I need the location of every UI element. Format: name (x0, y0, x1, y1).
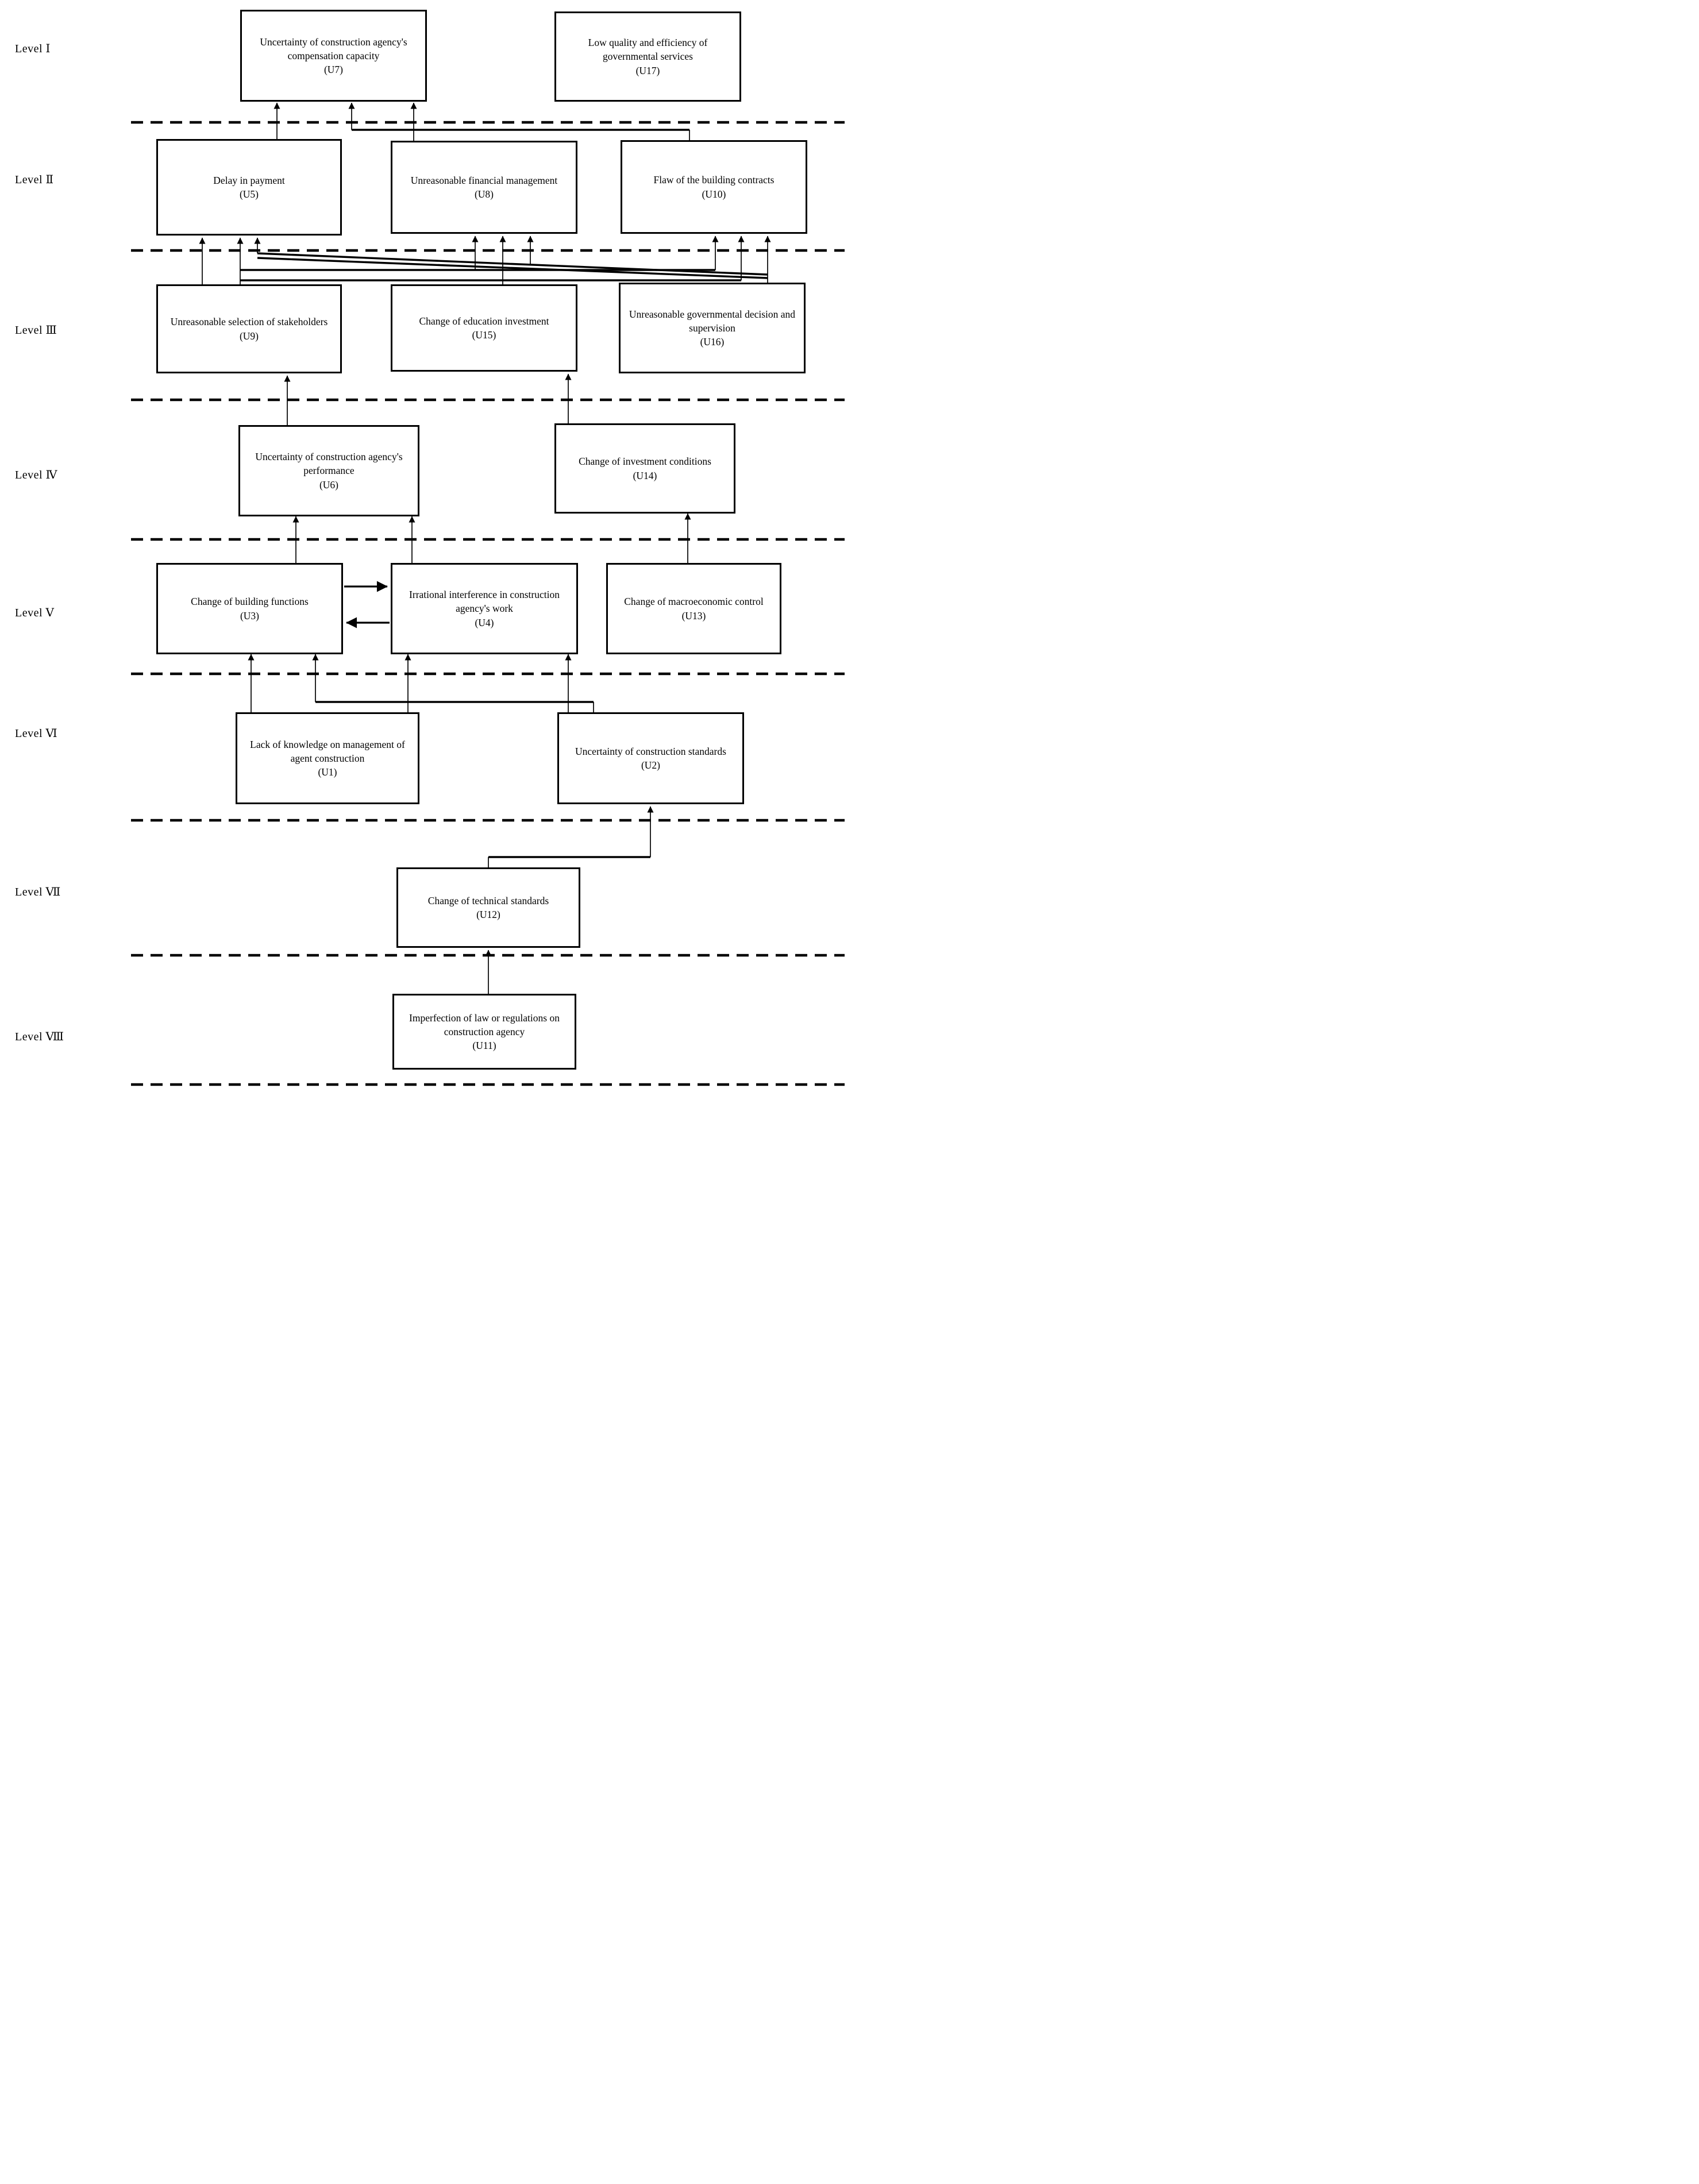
node-u2: Uncertainty of construction standards (U… (557, 712, 744, 804)
ism-diagram: Level Ⅰ Level Ⅱ Level Ⅲ Level Ⅳ Level Ⅴ … (0, 0, 850, 1092)
level-label-6: Level Ⅵ (15, 727, 58, 740)
node-u6-label: Uncertainty of construction agency's per… (255, 451, 403, 477)
node-u15-code: (U15) (472, 329, 496, 341)
node-u8-label: Unreasonable financial management (410, 174, 558, 186)
node-u4: Irrational interference in construction … (391, 563, 578, 654)
level-label-2: Level Ⅱ (15, 173, 54, 186)
node-u17-code: (U17) (635, 64, 660, 76)
node-u10-label: Flaw of the building contracts (653, 174, 775, 186)
node-u14-label: Change of investment conditions (579, 456, 711, 468)
node-u7-label: Uncertainty of construction agency's com… (260, 36, 407, 61)
node-u12-label: Change of technical standards (427, 894, 549, 906)
node-u16-code: (U16) (700, 336, 725, 348)
node-u4-code: (U4) (475, 616, 494, 628)
level-label-1: Level Ⅰ (15, 43, 51, 55)
node-u17-label: Low quality and efficiency of government… (588, 37, 708, 63)
node-u9-code: (U9) (239, 330, 259, 342)
node-u3-code: (U3) (240, 609, 260, 622)
node-u7-code: (U7) (323, 64, 344, 76)
node-u8-code: (U8) (474, 188, 494, 200)
node-u5-code: (U5) (239, 188, 259, 200)
node-u6: Uncertainty of construction agency's per… (238, 425, 419, 516)
node-u10: Flaw of the building contracts (U10) (621, 140, 807, 234)
node-u1: Lack of knowledge on management of agent… (236, 712, 419, 804)
level-label-3: Level Ⅲ (15, 324, 57, 337)
node-u1-code: (U1) (318, 766, 337, 778)
node-u17: Low quality and efficiency of government… (554, 11, 741, 102)
node-u2-label: Uncertainty of construction standards (575, 745, 726, 757)
node-u8: Unreasonable financial management (U8) (391, 141, 577, 234)
node-u1-label: Lack of knowledge on management of agent… (250, 738, 405, 764)
node-u7: Uncertainty of construction agency's com… (240, 10, 427, 102)
node-u16: Unreasonable governmental decision and s… (619, 283, 806, 373)
node-u4-label: Irrational interference in construction … (409, 589, 560, 615)
level-label-5: Level Ⅴ (15, 607, 55, 619)
level-dividers (131, 121, 845, 1086)
node-u14-code: (U14) (633, 469, 657, 481)
level-label-4: Level Ⅳ (15, 469, 58, 481)
node-u16-label: Unreasonable governmental decision and s… (629, 308, 796, 334)
node-u10-code: (U10) (702, 188, 726, 200)
level-label-8: Level Ⅷ (15, 1031, 64, 1043)
node-u15-label: Change of education investment (419, 315, 549, 327)
node-u2-code: (U2) (641, 759, 661, 771)
node-u12: Change of technical standards (U12) (396, 867, 580, 948)
edge-slant-2 (257, 257, 768, 279)
node-u13-code: (U13) (681, 609, 706, 622)
node-u15: Change of education investment (U15) (391, 284, 577, 372)
node-u14: Change of investment conditions (U14) (554, 423, 735, 514)
node-u9-label: Unreasonable selection of stakeholders (170, 316, 328, 328)
node-u5: Delay in payment (U5) (156, 139, 342, 236)
node-u11-code: (U11) (472, 1040, 496, 1052)
node-u3: Change of building functions (U3) (156, 563, 343, 654)
node-u11: Imperfection of law or regulations on co… (392, 994, 576, 1070)
node-u13-label: Change of macroeconomic control (624, 596, 764, 608)
connector-layer (131, 102, 845, 1086)
node-u13: Change of macroeconomic control (U13) (606, 563, 781, 654)
node-u3-label: Change of building functions (191, 596, 309, 608)
node-u11-label: Imperfection of law or regulations on co… (409, 1012, 560, 1037)
node-u6-code: (U6) (319, 479, 339, 491)
node-u5-label: Delay in payment (213, 174, 285, 186)
node-u9: Unreasonable selection of stakeholders (… (156, 284, 342, 373)
level-label-7: Level Ⅶ (15, 886, 61, 898)
edge-slant-1 (257, 252, 768, 276)
node-u12-code: (U12) (476, 909, 500, 920)
